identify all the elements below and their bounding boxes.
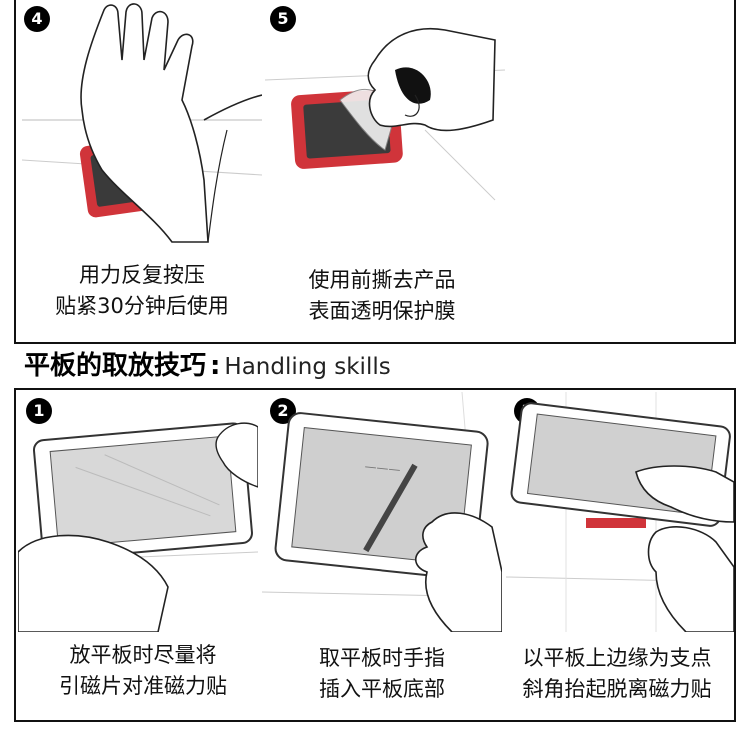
handling-step-3-line2: 斜角抬起脱离磁力贴 bbox=[522, 677, 712, 701]
handling-step-2-caption: 取平板时手指 插入平板底部 bbox=[262, 643, 502, 705]
step-5-line2: 表面透明保护膜 bbox=[308, 299, 456, 323]
section-title: 平板的取放技巧:Handling skills bbox=[24, 348, 391, 384]
handling-step-2-line2: 插入平板底部 bbox=[319, 677, 445, 701]
section-title-cn: 平板的取放技巧 bbox=[24, 351, 207, 381]
step-4-line1: 用力反复按压 bbox=[79, 263, 205, 287]
handling-step-1-place-tablet-illustration bbox=[18, 422, 258, 632]
handling-step-3-line1: 以平板上边缘为支点 bbox=[522, 646, 712, 670]
section-title-en: Handling skills bbox=[224, 354, 391, 380]
step-4-badge: 4 bbox=[24, 6, 50, 32]
handling-step-2-lift-tablet-illustration: ——— bbox=[262, 392, 502, 632]
step-5-caption: 使用前撕去产品 表面透明保护膜 bbox=[262, 265, 502, 327]
handling-step-2-line1: 取平板时手指 bbox=[319, 646, 445, 670]
step-4-line2: 贴紧30分钟后使用 bbox=[55, 294, 229, 318]
step-4-press-illustration bbox=[22, 3, 262, 243]
bottom-section-frame bbox=[14, 388, 736, 722]
svg-text:———: ——— bbox=[364, 459, 401, 477]
handling-step-3-caption: 以平板上边缘为支点 斜角抬起脱离磁力贴 bbox=[500, 643, 734, 705]
handling-step-1-line1: 放平板时尽量将 bbox=[69, 643, 217, 667]
top-section-frame bbox=[14, 0, 736, 344]
handling-step-1-caption: 放平板时尽量将 引磁片对准磁力贴 bbox=[18, 640, 268, 702]
handling-step-1-line2: 引磁片对准磁力贴 bbox=[59, 674, 227, 698]
section-title-separator: : bbox=[210, 351, 221, 381]
handling-step-3-tilt-tablet-illustration bbox=[506, 392, 734, 632]
step-5-peel-film-illustration bbox=[265, 28, 505, 201]
step-5-line1: 使用前撕去产品 bbox=[308, 268, 456, 292]
handling-step-1-badge: 1 bbox=[26, 398, 52, 424]
step-4-caption: 用力反复按压 贴紧30分钟后使用 bbox=[22, 260, 262, 322]
step-5-badge: 5 bbox=[270, 6, 296, 32]
